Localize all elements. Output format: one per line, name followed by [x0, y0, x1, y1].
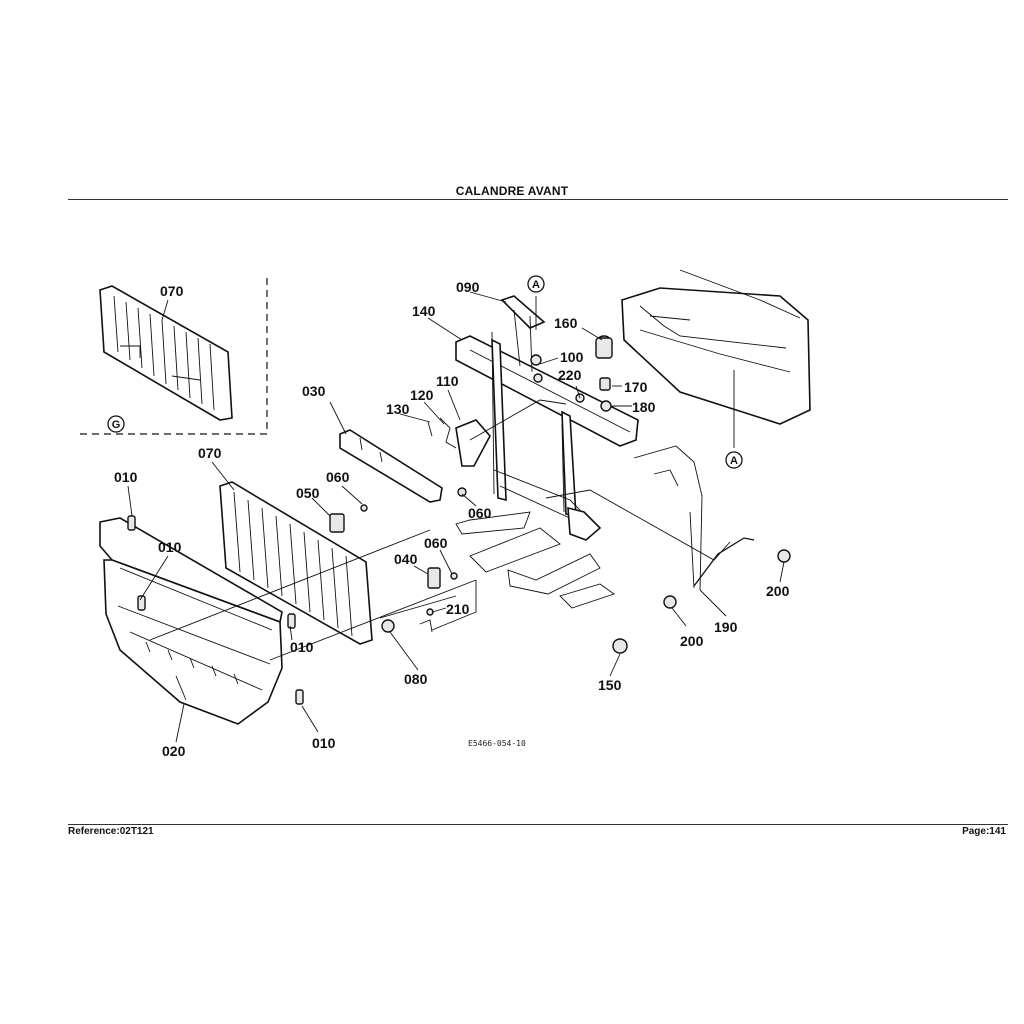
callout-200-a: 200	[680, 633, 704, 649]
rod-190	[545, 489, 755, 587]
callout-070-inset: 070	[160, 283, 184, 299]
callout-100: 100	[560, 349, 584, 365]
callout-140: 140	[412, 303, 436, 319]
inset-panel: G	[80, 278, 268, 435]
latch-assembly	[427, 399, 567, 467]
callout-090: 090	[456, 279, 480, 295]
callout-160: 160	[554, 315, 578, 331]
callout-170: 170	[624, 379, 648, 395]
callout-150: 150	[598, 677, 622, 693]
footer-divider	[68, 824, 1008, 825]
callout-130: 130	[386, 401, 410, 417]
circle-a-top-label: A	[532, 279, 540, 291]
callout-060-b: 060	[468, 505, 492, 521]
clips-010	[127, 515, 304, 705]
callout-060-a: 060	[326, 469, 350, 485]
circle-a-right-label: A	[730, 455, 738, 467]
callout-210: 210	[446, 601, 470, 617]
circle-g-label: G	[112, 419, 121, 431]
hood-panel	[621, 269, 811, 425]
callout-020: 020	[162, 743, 186, 759]
main-grille	[219, 481, 373, 645]
callout-010-top: 010	[114, 469, 138, 485]
frame-140	[455, 331, 639, 541]
inset-grille	[99, 285, 233, 421]
callout-180: 180	[632, 399, 656, 415]
reference-code: Reference:02T121	[68, 826, 154, 837]
front-housing	[99, 517, 283, 725]
callout-010-left: 010	[158, 539, 182, 555]
callout-060-c: 060	[424, 535, 448, 551]
bracket-030	[339, 429, 443, 503]
callout-110: 110	[436, 373, 459, 389]
side-body	[633, 445, 703, 591]
callout-070-main: 070	[198, 445, 222, 461]
callout-010-mid: 010	[290, 639, 314, 655]
callout-080: 080	[404, 671, 428, 687]
callout-010-bottom: 010	[312, 735, 336, 751]
circle-g-marker: G	[107, 415, 125, 433]
callout-030: 030	[302, 383, 326, 399]
callout-220: 220	[558, 367, 582, 383]
circle-a-top-marker: A	[527, 275, 545, 293]
callout-190: 190	[714, 619, 738, 635]
page-number: Page:141	[962, 826, 1006, 837]
header-divider	[68, 199, 1008, 200]
drawing-reference: E5466-054-10	[468, 739, 526, 748]
hardware	[329, 335, 791, 654]
page-title: CALANDRE AVANT	[455, 184, 569, 198]
callout-120: 120	[410, 387, 434, 403]
circle-a-right-marker: A	[725, 451, 743, 469]
callout-040: 040	[394, 551, 418, 567]
leader-lines	[127, 291, 785, 743]
callout-200-b: 200	[766, 583, 790, 599]
support-rails	[149, 511, 615, 661]
callout-050: 050	[296, 485, 320, 501]
